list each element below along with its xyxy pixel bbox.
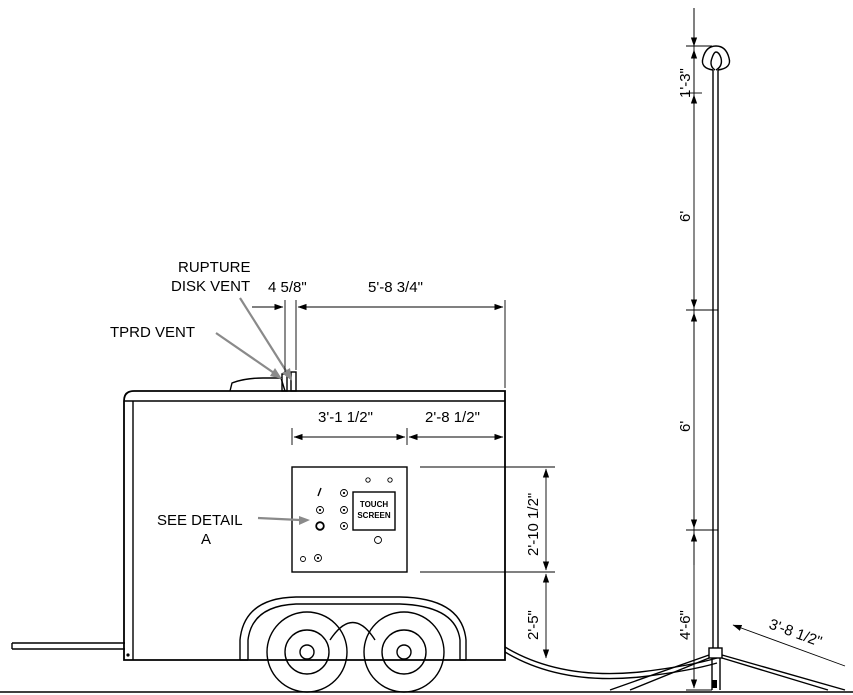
panel-height-dimensions: 2'-10 1/2" 2'-5" [420,466,555,659]
dim-1-3: 1'-3" [677,68,694,98]
roof-vent-housing [229,371,297,392]
dim-3-1-1-2: 3'-1 1/2" [318,409,373,426]
wheel-front [266,611,348,693]
mast-base-tripod [609,647,846,691]
see-detail-ref: A [201,531,211,548]
dim-4-5-8: 4 5/8" [268,279,307,296]
vent-to-rear-dimension: 5'-8 3/4" [298,279,506,388]
dim-5-8-3-4: 5'-8 3/4" [368,279,423,296]
dim-2-8-1-2: 2'-8 1/2" [425,409,480,426]
mast-height-dimensions: 1'-3" 6' 6' 4'-6" [677,8,718,691]
dim-6-upper: 6' [677,211,694,222]
dim-6-lower: 6' [677,421,694,432]
dim-2-10-1-2: 2'-10 1/2" [525,493,542,556]
dim-4-6: 4'-6" [677,610,694,640]
touch-screen-label-line1: TOUCH [360,500,389,509]
rupture-disk-vent-callout: RUPTURE DISK VENT [171,259,292,381]
touch-screen-label-line2: SCREEN [357,511,391,520]
vent-spacing-dimension: 4 5/8" [252,279,330,372]
tprd-vent-callout: TPRD VENT [110,324,282,379]
see-detail-a-callout: SEE DETAIL A [157,512,310,548]
wheel-rear [363,611,445,693]
panel-position-dimensions: 3'-1 1/2" 2'-8 1/2" [291,409,504,445]
rupture-label-line2: DISK VENT [171,278,250,295]
control-panel: TOUCH SCREEN [291,466,408,573]
tripod-spread-dimension: 3'-8 1/2" [732,616,846,667]
see-detail-label: SEE DETAIL [157,512,243,529]
trailer-tongue [11,642,125,650]
rupture-label-line1: RUPTURE [178,259,251,276]
tprd-vent-label: TPRD VENT [110,324,195,341]
dim-2-5: 2'-5" [525,610,542,640]
wheel-fender [239,596,467,661]
dim-3-8-1-2: 3'-8 1/2" [767,616,824,651]
light-mast [701,45,731,648]
trailer-body [123,390,506,661]
